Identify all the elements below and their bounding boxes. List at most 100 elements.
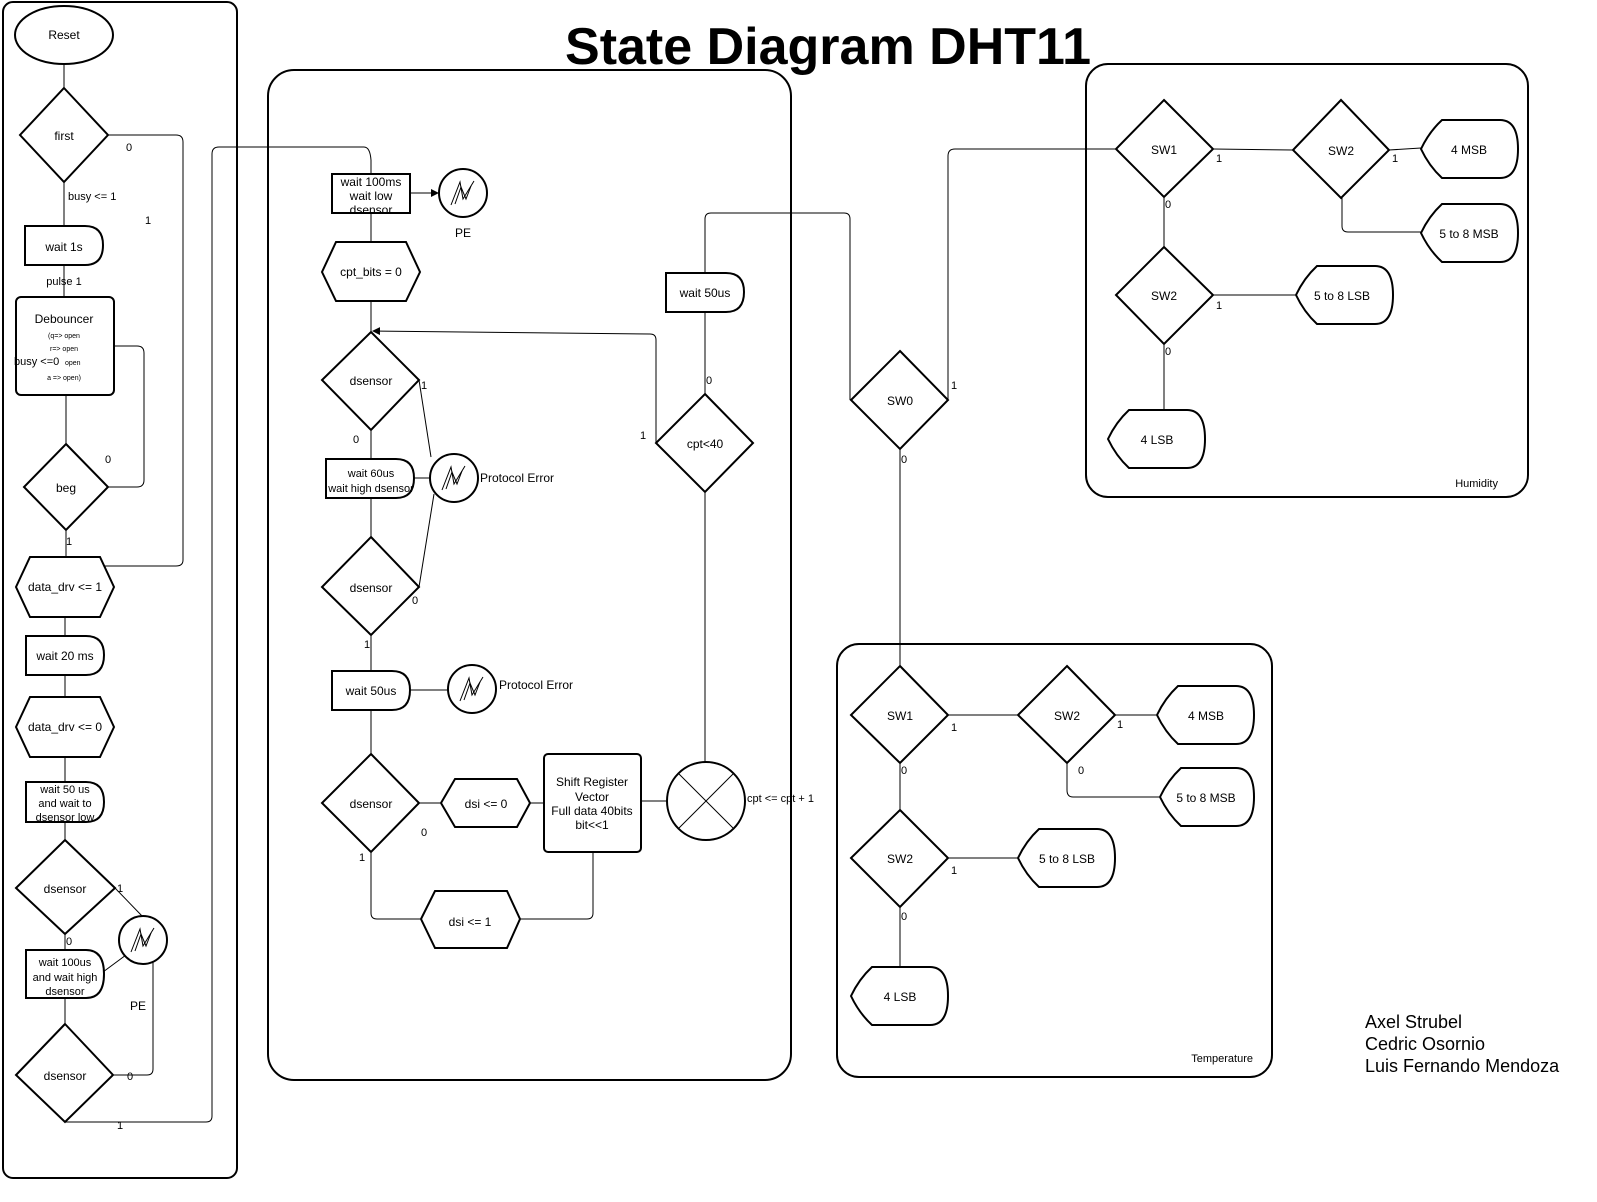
reading-pe-label: PE: [455, 226, 471, 240]
dsensor-3-zero: 0: [421, 827, 427, 839]
init-pe-label: PE: [130, 999, 146, 1013]
debouncer-r: r=> open: [50, 346, 78, 353]
dsi-1-state: [419, 890, 522, 949]
dsensor-a-zero: 0: [66, 936, 72, 948]
sw0-zero: 0: [901, 454, 907, 466]
wait-1s-label: wait 1s: [44, 240, 82, 254]
temperature-sw1-zero: 0: [901, 765, 907, 777]
first-decision: [18, 86, 110, 184]
data-drv-0-state: [14, 696, 116, 758]
dsensor-b-zero: 0: [127, 1071, 133, 1083]
dsensor-1-zero: 0: [353, 434, 359, 446]
data-drv-1-state: [14, 556, 116, 618]
cpt-bits-label: cpt_bits = 0: [340, 265, 402, 279]
wait-50us-reading-state: [331, 670, 412, 711]
busy-one-label: busy <= 1: [68, 191, 116, 203]
dsensor-a-decision: [14, 838, 117, 936]
reading-connectors: [370, 189, 851, 920]
humidity-sw1-decision: [1114, 98, 1215, 199]
humidity-sw2b-one: 1: [1216, 300, 1222, 312]
data-drv-0-label: data_drv <= 0: [28, 720, 102, 734]
wait-1s-state: [24, 225, 105, 266]
cpt-less-40-label: cpt<40: [687, 437, 724, 451]
cpt-bits-state: [320, 241, 422, 302]
humidity-5to8msb-label: 5 to 8 MSB: [1439, 227, 1498, 241]
author-3: Luis Fernando Mendoza: [1365, 1056, 1560, 1076]
dsensor-2-label: dsensor: [350, 581, 393, 595]
temperature-sw2a-zero: 0: [1078, 765, 1084, 777]
author-1: Axel Strubel: [1365, 1012, 1462, 1032]
shift-register-l1: Shift Register: [556, 775, 628, 789]
humidity-sw2a-label: SW2: [1328, 144, 1354, 158]
protocol-error-2-label: Protocol Error: [499, 678, 573, 692]
temperature-sw2b-one: 1: [951, 865, 957, 877]
humidity-sw1-one: 1: [1216, 153, 1222, 165]
reading-container: [267, 69, 792, 1081]
dsensor-2-one: 1: [364, 639, 370, 651]
cpt-increment-label: cpt <= cpt + 1: [747, 793, 814, 805]
dsensor-1-one: 1: [421, 380, 427, 392]
temperature-sw2a-decision: [1016, 664, 1117, 765]
dsensor-b-one: 1: [117, 1120, 123, 1132]
wait-100us-l2: and wait high: [33, 972, 98, 984]
temperature-4lsb-output: [849, 966, 950, 1026]
wait-50us-b-label: wait 50us: [679, 286, 731, 300]
wait-50us-state: [25, 781, 106, 823]
shift-register-l2: Vector: [575, 790, 609, 804]
humidity-sw2a-one: 1: [1392, 153, 1398, 165]
humidity-5to8lsb-output: [1294, 265, 1395, 325]
humidity-5to8msb-output: [1419, 203, 1520, 263]
debouncer-a: a => open): [47, 375, 81, 382]
beg-one-label: 1: [66, 536, 72, 548]
sw0-label: SW0: [887, 394, 913, 408]
temperature-4msb-output: [1155, 685, 1256, 745]
humidity-sw2b-decision: [1114, 245, 1215, 346]
wait-50us-l2: and wait to: [38, 798, 91, 810]
humidity-4lsb-label: 4 LSB: [1141, 433, 1174, 447]
page-title: State Diagram DHT11: [565, 18, 1091, 76]
init-connectors: [63, 64, 372, 1123]
shift-register-l3: Full data 40bits: [551, 804, 632, 818]
sw0-decision: [849, 349, 950, 451]
dsensor-1-label: dsensor: [350, 374, 393, 388]
humidity-box-label: Humidity: [1455, 478, 1498, 490]
temperature-box-label: Temperature: [1191, 1053, 1253, 1065]
wait-100ms-l1: wait 100ms: [340, 175, 402, 189]
shift-register-l4: bit<<1: [575, 818, 609, 832]
reset-state: [14, 5, 114, 65]
cpt-less-40-one: 1: [640, 430, 646, 442]
wait-100us-l3: dsensor: [45, 986, 84, 998]
wait-20ms-label: wait 20 ms: [35, 649, 93, 663]
debouncer-block: [15, 296, 115, 396]
dsensor-3-decision: [320, 752, 421, 854]
dsensor-1-decision: [320, 330, 421, 432]
temperature-5to8msb-output: [1158, 767, 1256, 827]
temperature-5to8msb-label: 5 to 8 MSB: [1176, 791, 1235, 805]
reset-label: Reset: [48, 28, 80, 42]
humidity-4msb-output: [1419, 119, 1520, 179]
debouncer-q: (q=> open: [48, 333, 80, 340]
dsensor-b-label: dsensor: [44, 1069, 87, 1083]
humidity-5to8lsb-label: 5 to 8 LSB: [1314, 289, 1370, 303]
temperature-5to8lsb-label: 5 to 8 LSB: [1039, 852, 1095, 866]
temperature-sw1-label: SW1: [887, 709, 913, 723]
dsi-0-label: dsi <= 0: [465, 797, 508, 811]
temperature-sw2b-zero: 0: [901, 911, 907, 923]
sw0-one: 1: [951, 380, 957, 392]
temperature-sw1-decision: [849, 664, 950, 765]
wait-60us-l2: wait high dsensor: [327, 483, 414, 495]
wait-20ms-state: [25, 635, 106, 676]
wait-50us-l3: dsensor low: [36, 812, 95, 824]
wait-50us-l1: wait 50 us: [39, 784, 90, 796]
humidity-sw1-label: SW1: [1151, 143, 1177, 157]
humidity-4lsb-output: [1106, 409, 1207, 469]
shift-register-block: [543, 753, 642, 853]
first-one-label: 1: [145, 215, 151, 227]
temperature-sw2a-label: SW2: [1054, 709, 1080, 723]
beg-zero-label: 0: [105, 454, 111, 466]
wait-100us-state: [25, 949, 106, 999]
wait-100us-l1: wait 100us: [38, 957, 92, 969]
humidity-sw2b-zero: 0: [1165, 346, 1171, 358]
protocol-error-1-label: Protocol Error: [480, 471, 554, 485]
debouncer-busy: busy <=0: [14, 356, 59, 368]
